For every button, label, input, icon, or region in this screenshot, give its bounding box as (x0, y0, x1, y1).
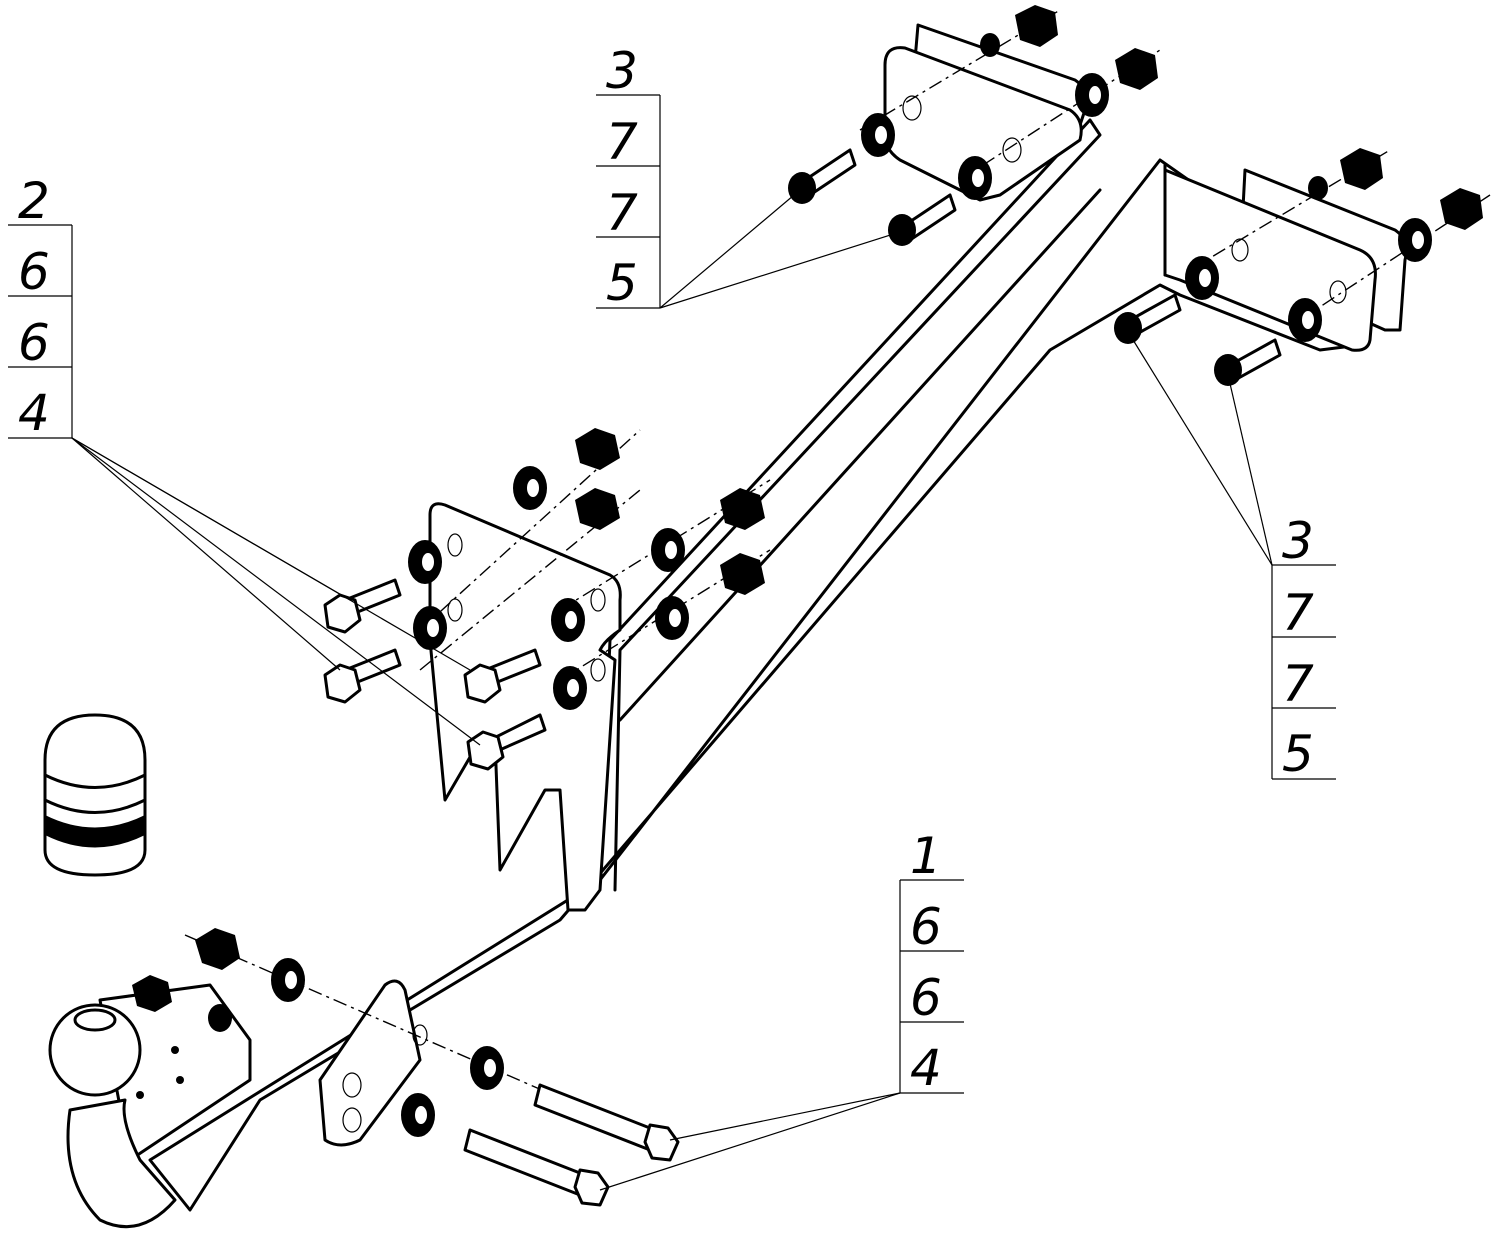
leader-lines (71, 189, 1273, 1191)
callout-label: 6 (910, 898, 942, 956)
callout-label: 5 (606, 254, 638, 312)
nuts-washers (132, 5, 1483, 1137)
callout-label: 5 (1282, 725, 1314, 783)
callout-label: 7 (1282, 655, 1314, 713)
bolts (323, 148, 1282, 1207)
callout-label: 3 (606, 42, 638, 100)
callout-label: 1 (910, 827, 942, 885)
callout-bottom: 1 6 6 4 (899, 827, 964, 1097)
mount-plate-left (428, 502, 622, 912)
towbar-beam (148, 118, 1362, 1212)
ball-cap (43, 713, 147, 877)
tow-ball (48, 983, 252, 1229)
callout-label: 7 (606, 113, 638, 171)
lower-bracket (318, 979, 428, 1147)
callout-label: 3 (1282, 512, 1314, 570)
callout-label: 6 (18, 243, 50, 301)
callout-label: 7 (606, 184, 638, 242)
callout-right: 3 7 7 5 (1271, 512, 1336, 783)
callout-label: 6 (18, 314, 50, 372)
callout-top-left: 2 6 6 4 (8, 172, 73, 442)
callout-label: 7 (1282, 584, 1314, 642)
callout-label: 4 (910, 1039, 942, 1097)
callout-label: 2 (18, 172, 50, 230)
callout-label: 4 (18, 384, 50, 442)
callout-label: 6 (910, 969, 942, 1027)
callout-top-center: 3 7 7 5 (596, 42, 661, 312)
